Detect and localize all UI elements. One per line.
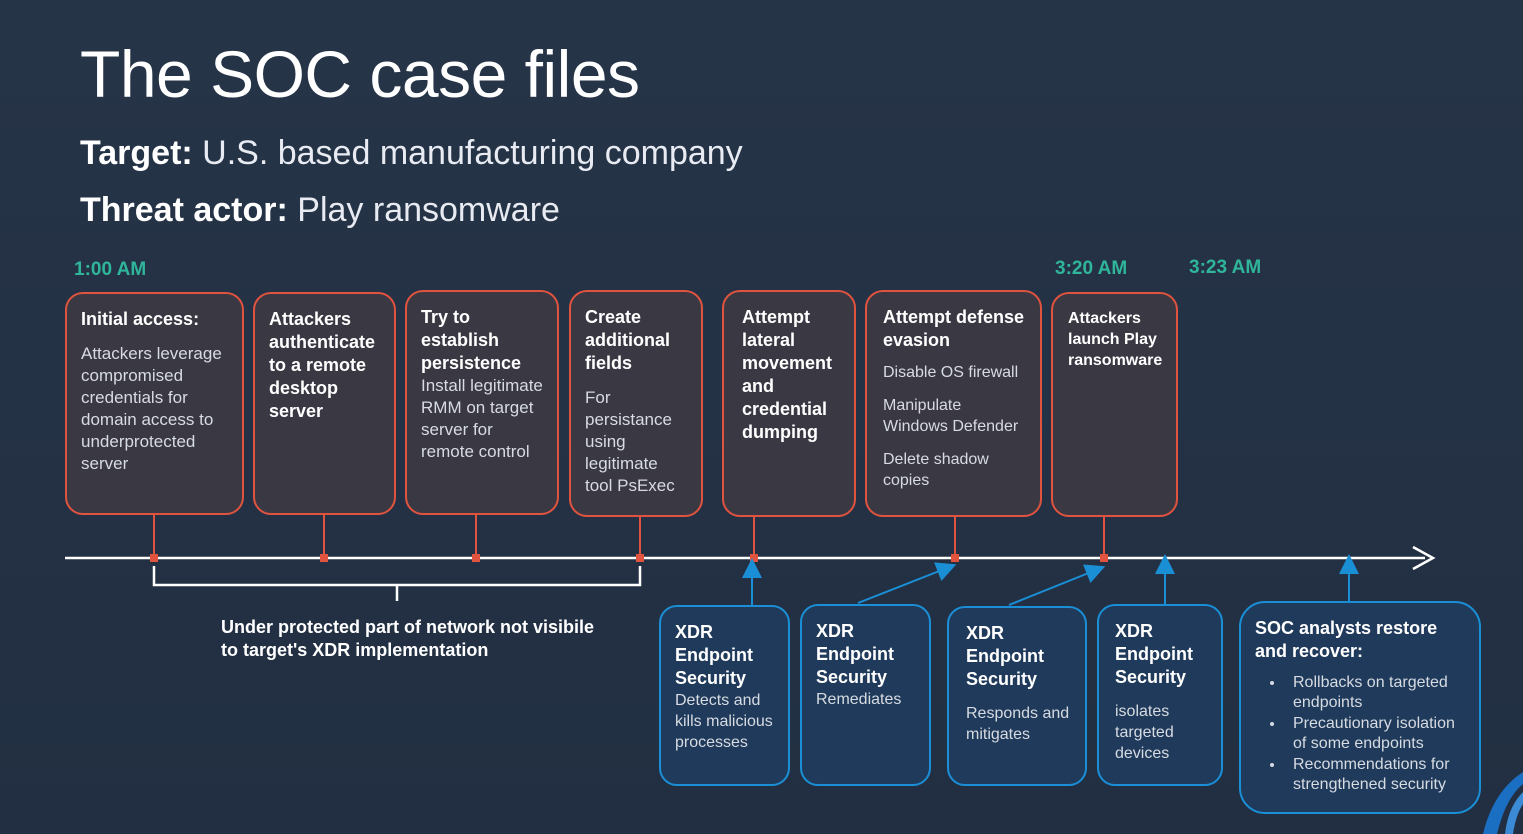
- xdr-response-mitigate: XDR Endpoint Security Responds and mitig…: [947, 606, 1087, 786]
- soc-recovery-list: Rollbacks on targeted endpoints Precauti…: [1255, 673, 1465, 795]
- attack-step-heading: Attempt defense evasion: [883, 307, 1025, 350]
- threat-actor-line: Threat actor: Play ransomware: [80, 190, 560, 230]
- bracket-note: Under protected part of network not visi…: [221, 617, 595, 660]
- timeline-marker: [320, 554, 328, 562]
- swoosh-logo-icon: [1483, 772, 1523, 834]
- xdr-response-detect: XDR Endpoint Security Detects and kills …: [659, 605, 790, 786]
- page-title: The SOC case files: [80, 37, 640, 111]
- attack-step-heading: Try to establish persistence: [421, 307, 522, 373]
- evasion-item: Manipulate Windows Defender: [883, 397, 1019, 435]
- target-label: Target:: [80, 134, 193, 172]
- timeline-marker: [472, 554, 480, 562]
- timeline-marker: [750, 554, 758, 562]
- attack-step-body: For persistance using legitimate tool Ps…: [585, 388, 675, 495]
- timeline-marker: [1100, 554, 1108, 562]
- attack-step-authenticate: Attackers authenticate to a remote deskt…: [253, 292, 396, 515]
- attack-step-heading: Attempt lateral movement and credential …: [742, 307, 833, 442]
- target-line: Target: U.S. based manufacturing company: [80, 133, 743, 173]
- attack-step-heading: Create additional fields: [585, 307, 670, 373]
- threat-actor-label: Threat actor:: [80, 191, 288, 229]
- xdr-heading: XDR Endpoint Security: [675, 622, 753, 688]
- timeline-marker: [150, 554, 158, 562]
- attack-step-heading: Attackers authenticate to a remote deskt…: [269, 309, 376, 421]
- xdr-heading: XDR Endpoint Security: [816, 621, 894, 687]
- threat-actor-value: Play ransomware: [297, 191, 560, 229]
- soc-recovery: SOC analysts restore and recover: Rollba…: [1239, 601, 1481, 814]
- xdr-response-isolate: XDR Endpoint Security isolates targeted …: [1097, 604, 1223, 786]
- attack-step-body: Install legitimate RMM on target server …: [421, 376, 543, 461]
- attack-step-heading: Initial access:: [81, 309, 200, 329]
- attack-step-lateral-movement: Attempt lateral movement and credential …: [722, 290, 856, 517]
- xdr-heading: XDR Endpoint Security: [1115, 621, 1193, 687]
- attack-step-create-fields: Create additional fields For persistance…: [569, 290, 703, 517]
- timeline-marker: [951, 554, 959, 562]
- timeline-arrowhead: [1412, 545, 1436, 571]
- bracket: [152, 566, 642, 587]
- time-start: 1:00 AM: [74, 259, 147, 280]
- attack-step-defense-evasion: Attempt defense evasion Disable OS firew…: [865, 290, 1042, 517]
- evasion-item: Delete shadow copies: [883, 451, 989, 489]
- timeline-marker: [636, 554, 644, 562]
- xdr-body: isolates targeted devices: [1115, 703, 1174, 762]
- xdr-arrow: [857, 562, 957, 604]
- attack-step-initial-access: Initial access: Attackers leverage compr…: [65, 292, 244, 515]
- target-value: U.S. based manufacturing company: [202, 134, 743, 172]
- soc-recovery-item: Rollbacks on targeted endpoints: [1285, 673, 1465, 713]
- time-isolation: 3:23 AM: [1189, 257, 1262, 278]
- evasion-item: Disable OS firewall: [883, 364, 1019, 381]
- xdr-body: Responds and mitigates: [966, 705, 1070, 743]
- attack-step-heading: Attackers launch Play ransomware: [1068, 310, 1163, 369]
- xdr-body: Detects and kills malicious processes: [675, 692, 773, 751]
- attack-step-persistence: Try to establish persistence Install leg…: [405, 290, 559, 515]
- xdr-response-remediate: XDR Endpoint Security Remediates: [800, 604, 931, 786]
- xdr-heading: XDR Endpoint Security: [966, 623, 1044, 689]
- attack-step-body: Attackers leverage compromised credentia…: [81, 344, 222, 473]
- soc-recovery-heading: SOC analysts restore and recover:: [1255, 618, 1438, 661]
- attack-step-launch-ransomware: Attackers launch Play ransomware: [1051, 292, 1178, 517]
- soc-recovery-item: Recommendations for strengthened securit…: [1285, 755, 1465, 795]
- xdr-arrow: [1008, 564, 1106, 606]
- time-ransomware: 3:20 AM: [1055, 258, 1128, 279]
- xdr-body: Remediates: [816, 691, 902, 708]
- soc-recovery-item: Precautionary isolation of some endpoint…: [1285, 714, 1465, 754]
